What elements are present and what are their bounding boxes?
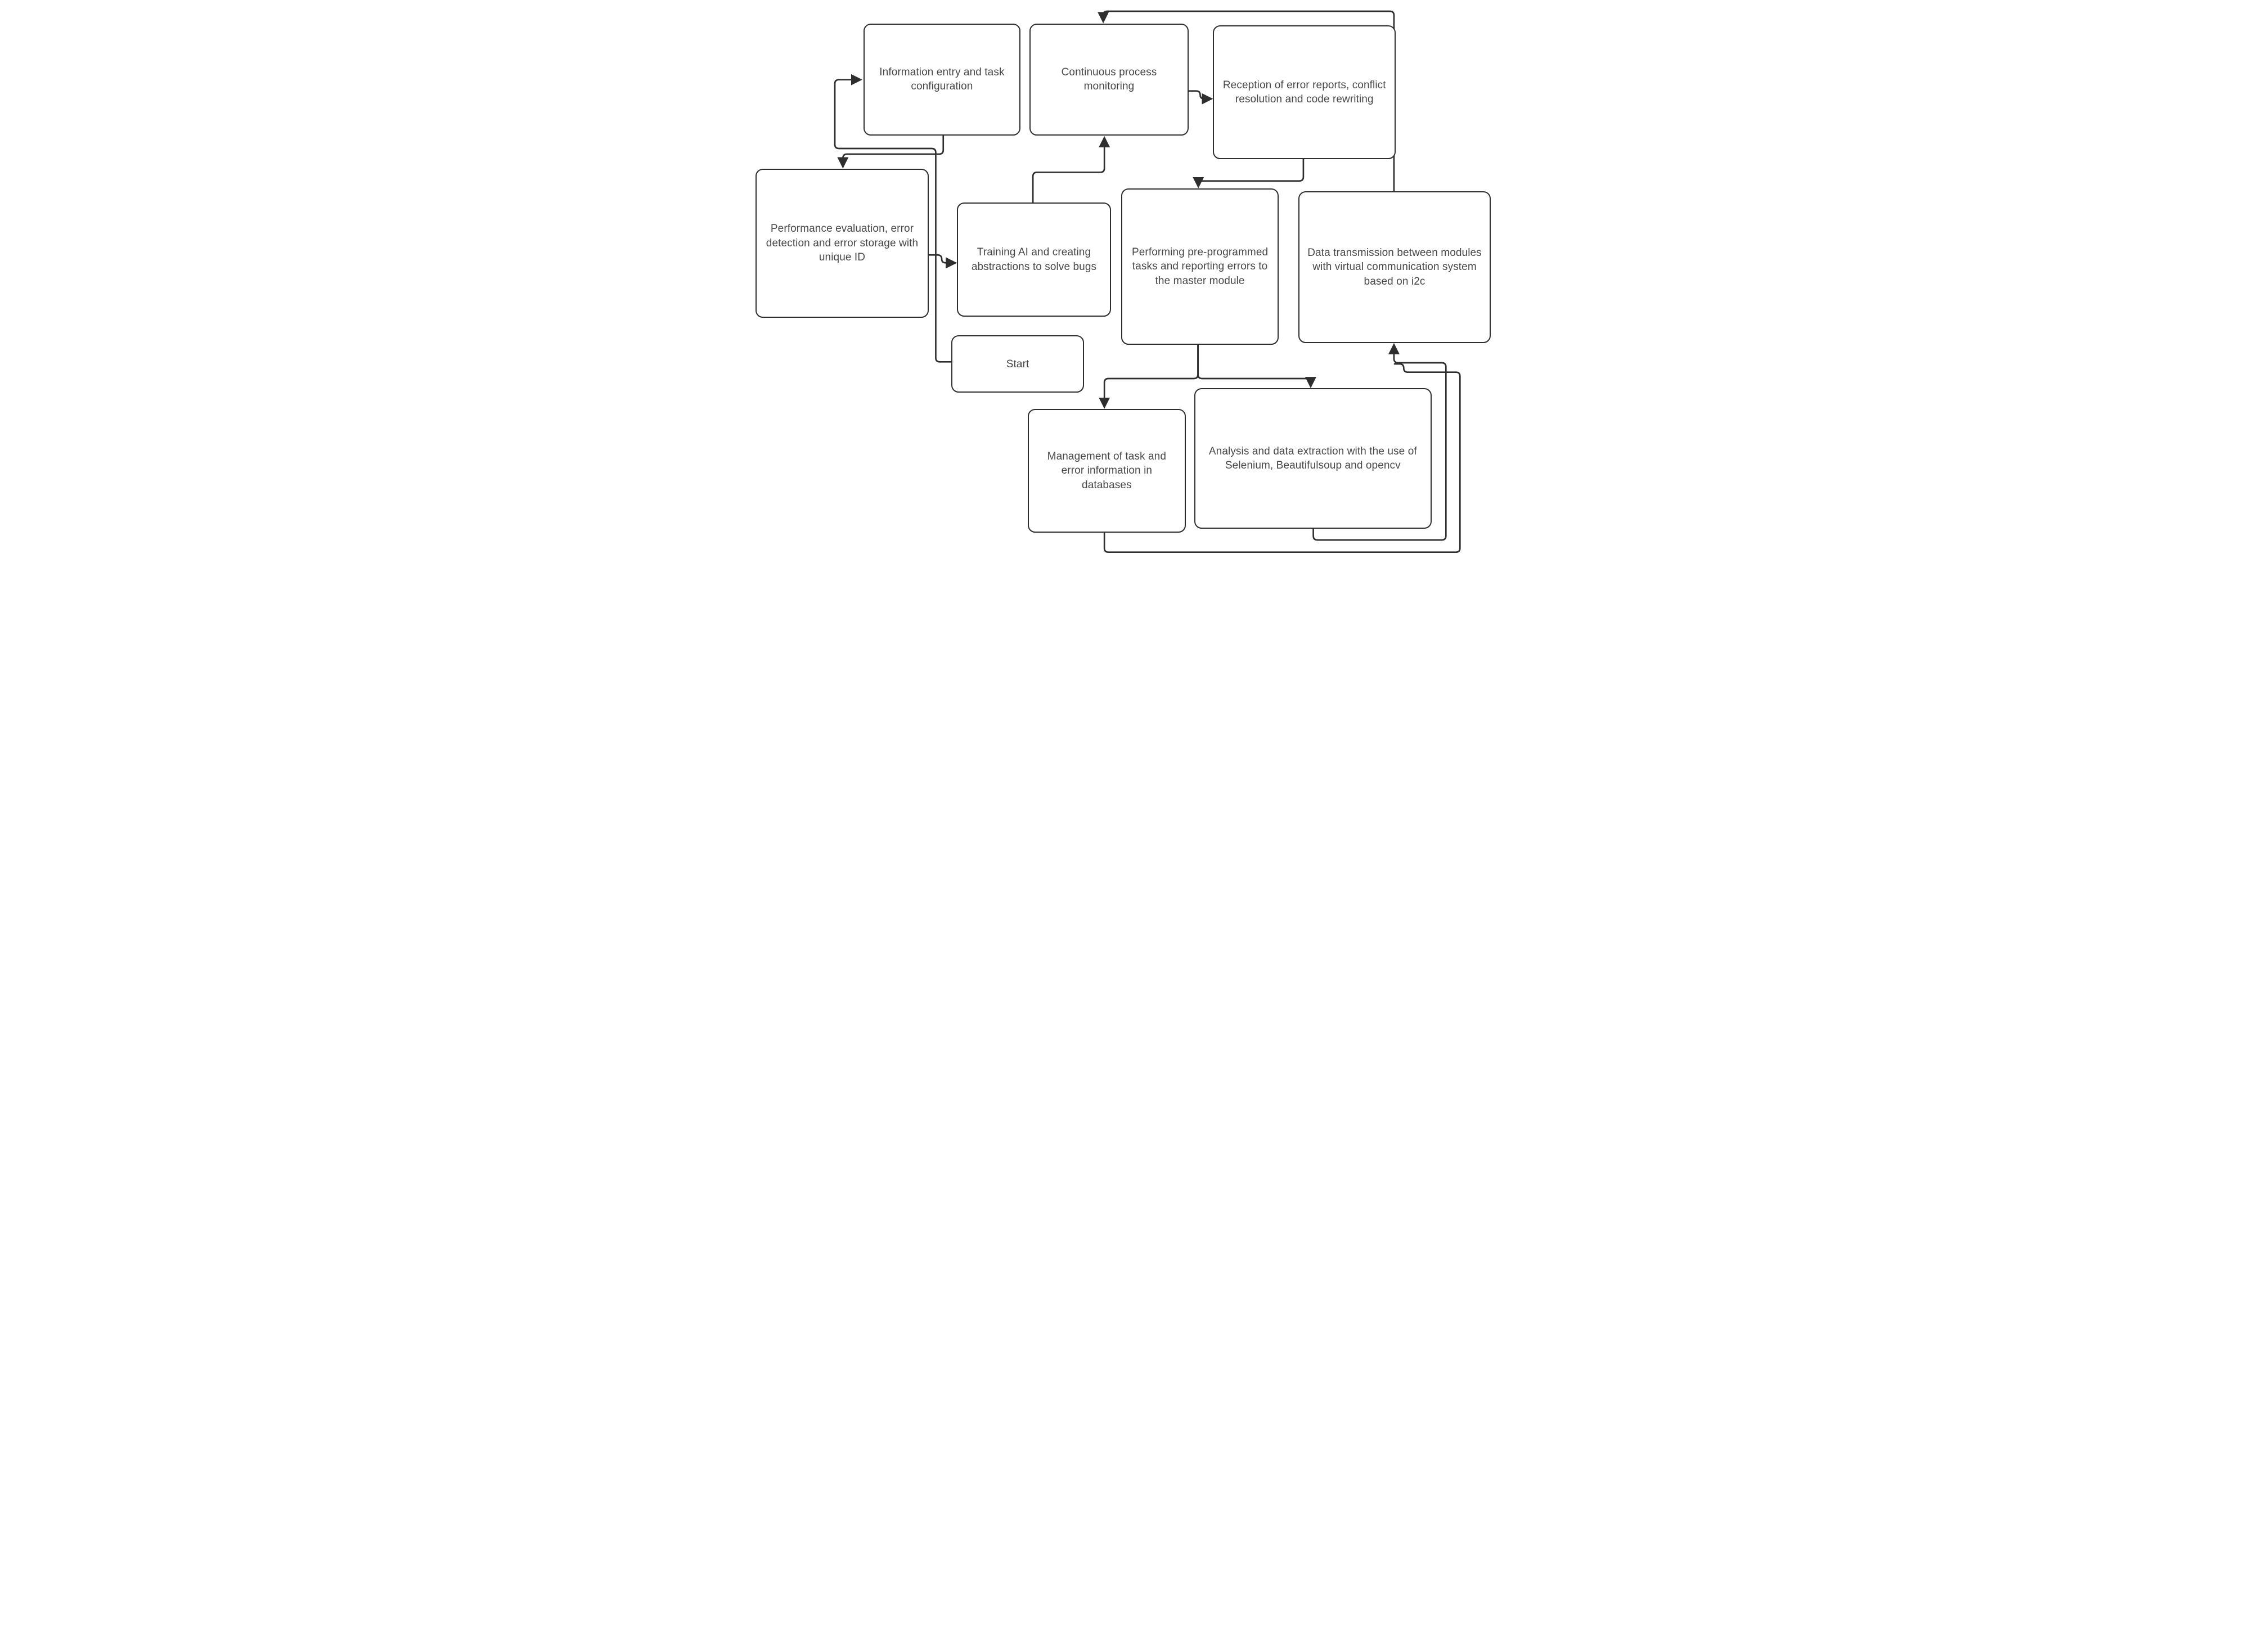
edge-continuous-to-reception [1188, 90, 1213, 105]
node-performance-evaluation: Performance evaluation, error detection … [755, 168, 929, 318]
node-training-ai-label: Training AI and creating abstractions to… [971, 246, 1097, 273]
node-continuous-monitoring-label: Continuous process monitoring [1061, 66, 1157, 93]
flowchart-canvas: Information entry and task configuration… [748, 6, 1496, 556]
node-continuous-monitoring: Continuous process monitoring [1029, 23, 1189, 136]
edge-training-to-continuous [1032, 136, 1110, 204]
edge-management-to-datatransmission [1103, 363, 1461, 553]
node-management-db-label: Management of task and error information… [1047, 450, 1167, 491]
node-data-transmission: Data transmission between modules with v… [1298, 191, 1491, 344]
node-start: Start [951, 335, 1084, 393]
node-training-ai: Training AI and creating abstractions to… [957, 202, 1111, 317]
connector-layer [834, 10, 1461, 553]
edge-information-to-performance [837, 134, 944, 169]
edge-reception-to-performing [1192, 159, 1304, 188]
node-analysis-extraction: Analysis and data extraction with the us… [1194, 388, 1432, 529]
node-analysis-extraction-label: Analysis and data extraction with the us… [1208, 445, 1417, 472]
node-performing-tasks: Performing pre-programmed tasks and repo… [1121, 188, 1279, 345]
edge-performing-to-analysis [1197, 344, 1316, 389]
node-management-db: Management of task and error information… [1027, 409, 1186, 533]
node-information-entry-label: Information entry and task configuration [879, 66, 1005, 93]
node-data-transmission-label: Data transmission between modules with v… [1307, 246, 1482, 287]
edge-start-to-information [834, 74, 952, 363]
node-performing-tasks-label: Performing pre-programmed tasks and repo… [1131, 246, 1269, 287]
edge-datatransmission-to-continuous [1097, 10, 1395, 192]
edge-performing-to-management [1098, 344, 1199, 409]
edge-performance-to-training [928, 254, 957, 269]
edge-analysis-to-datatransmission [1312, 343, 1447, 541]
node-reception-errors: Reception of error reports, conflict res… [1213, 25, 1396, 160]
node-performance-evaluation-label: Performance evaluation, error detection … [766, 223, 919, 264]
node-reception-errors-label: Reception of error reports, conflict res… [1222, 79, 1386, 106]
node-start-label: Start [1006, 358, 1029, 370]
node-information-entry: Information entry and task configuration [863, 23, 1021, 136]
